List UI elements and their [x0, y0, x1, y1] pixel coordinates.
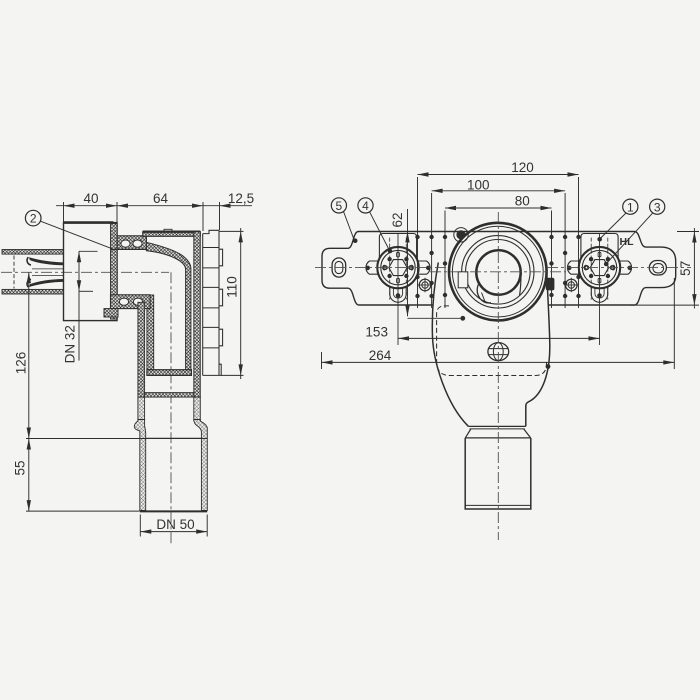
svg-text:120: 120 [511, 160, 534, 175]
svg-text:126: 126 [13, 352, 28, 375]
svg-text:3: 3 [654, 200, 661, 214]
svg-text:DN 32: DN 32 [63, 325, 78, 363]
svg-text:80: 80 [515, 194, 530, 209]
svg-text:4: 4 [362, 199, 369, 213]
svg-text:40: 40 [83, 191, 98, 206]
svg-text:62: 62 [390, 212, 405, 227]
svg-text:5: 5 [336, 199, 343, 213]
svg-text:64: 64 [153, 191, 169, 206]
svg-text:264: 264 [369, 348, 392, 363]
svg-text:110: 110 [225, 276, 240, 298]
svg-text:57: 57 [678, 261, 693, 276]
svg-text:2: 2 [30, 212, 37, 226]
svg-text:HL: HL [620, 236, 635, 248]
svg-text:100: 100 [467, 177, 490, 192]
svg-text:DN 50: DN 50 [156, 517, 194, 532]
svg-text:12,5: 12,5 [228, 191, 254, 206]
svg-text:153: 153 [365, 324, 388, 339]
svg-text:55: 55 [13, 460, 28, 475]
svg-text:1: 1 [627, 200, 634, 214]
